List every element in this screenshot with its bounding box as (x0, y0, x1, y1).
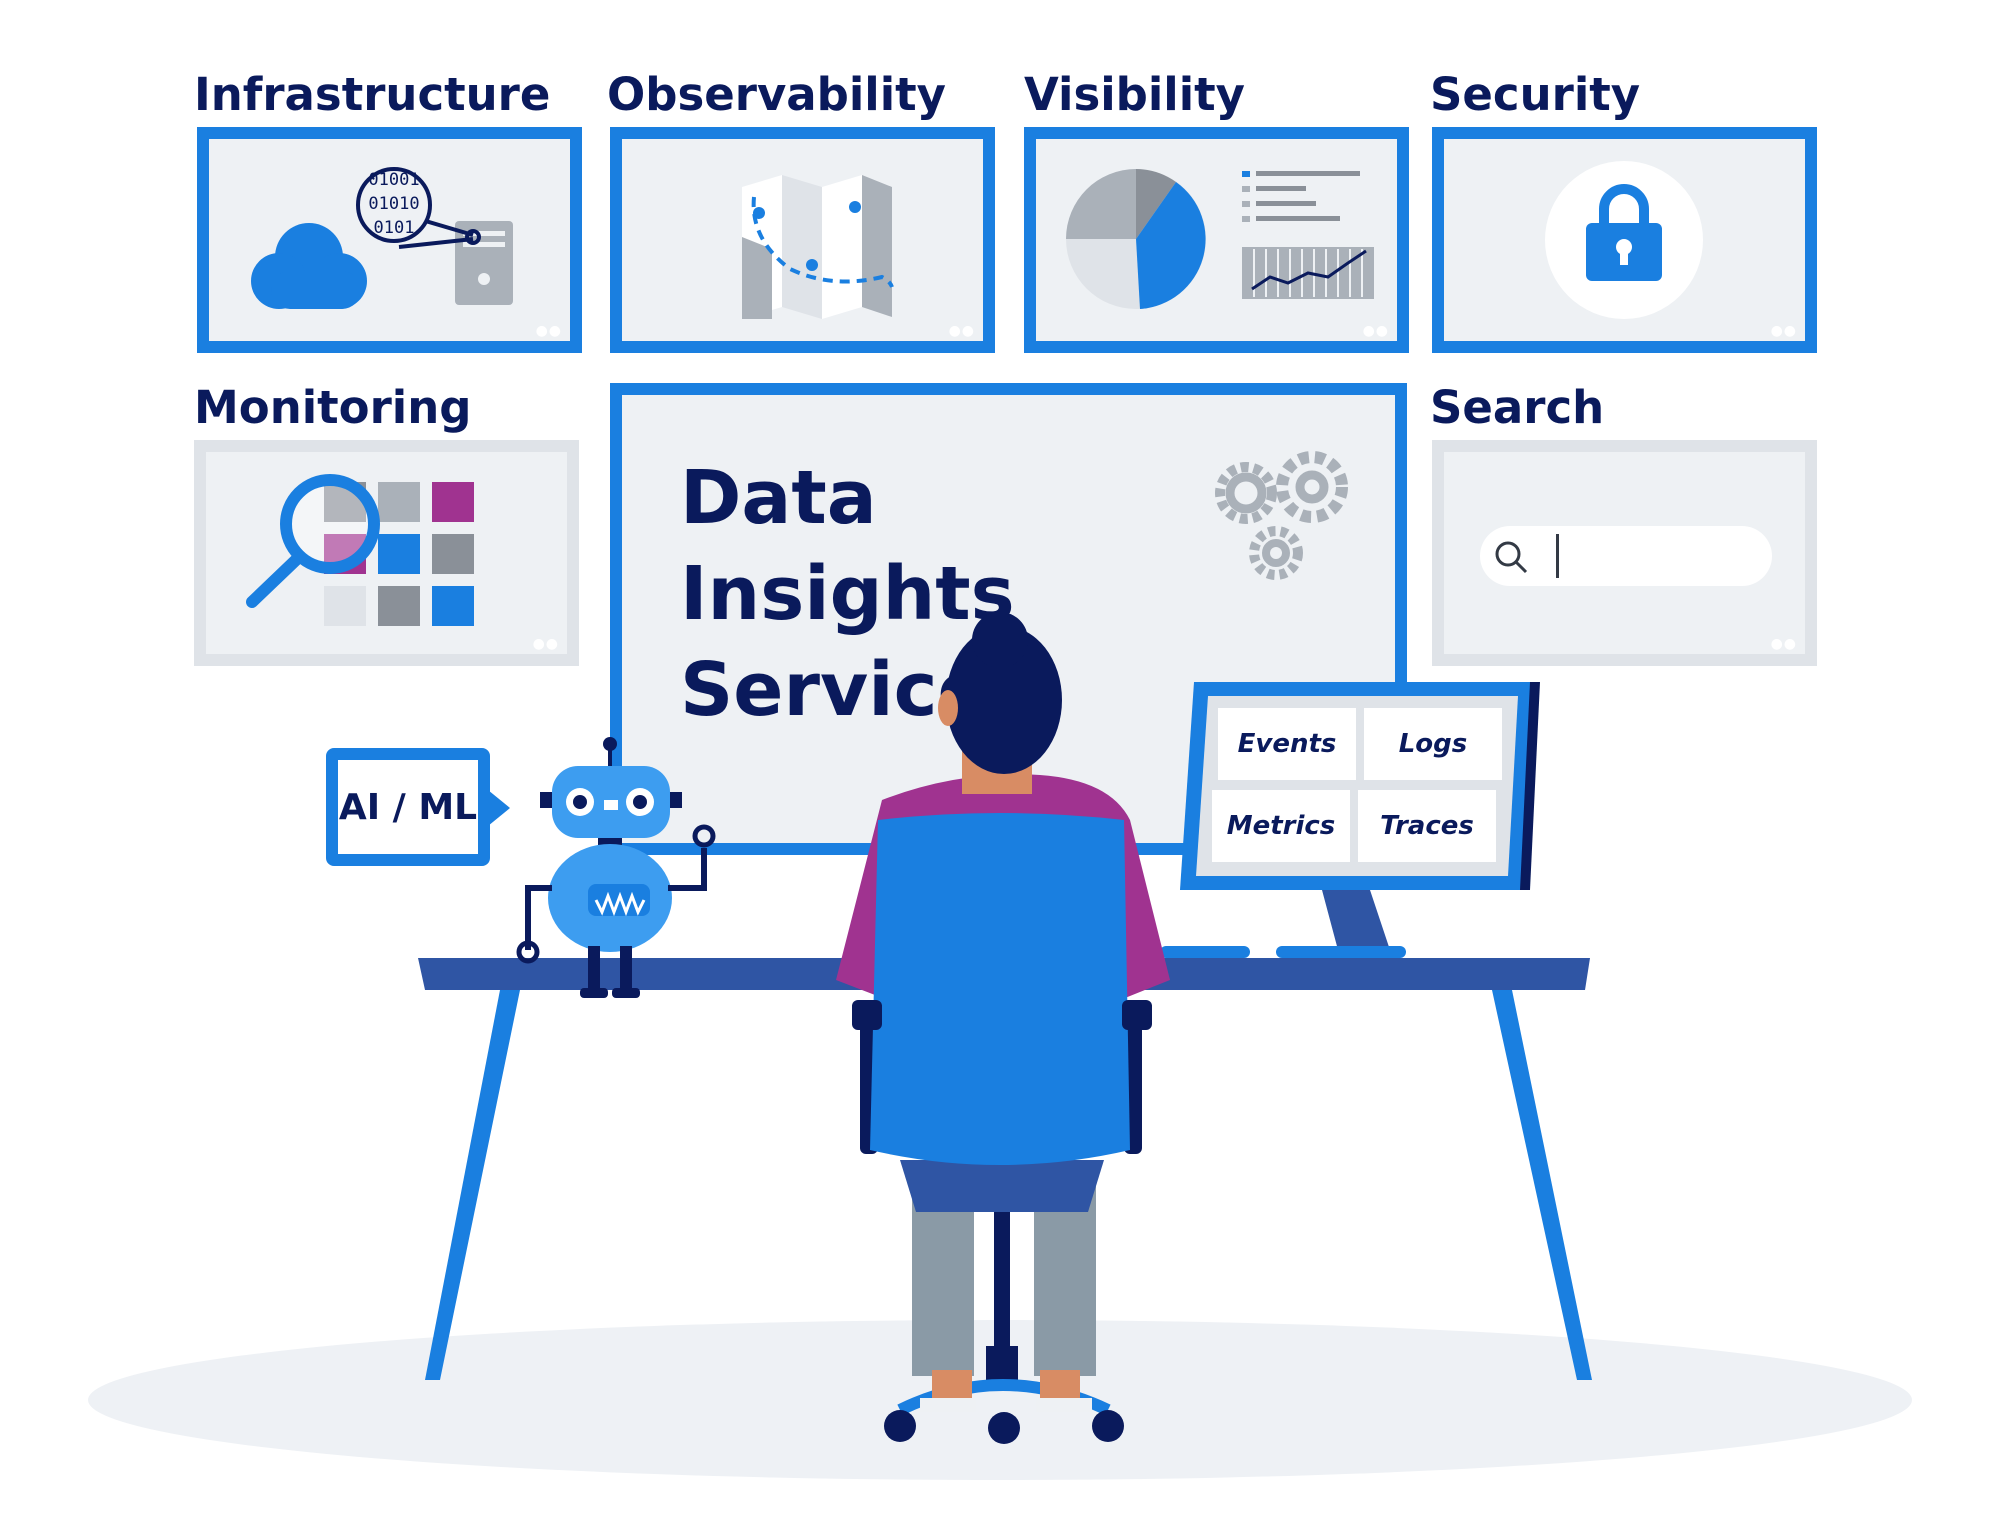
tile-traces[interactable]: Traces (1358, 790, 1496, 862)
map-icon (742, 175, 894, 319)
panel-dots-icon: ●● (535, 323, 562, 339)
line-chart-icon (1242, 247, 1374, 299)
magnifier-icon (246, 474, 380, 608)
ai-ml-badge: AI / ML (326, 748, 490, 866)
observability-panel: ●● (610, 127, 995, 353)
visibility-illustration (1066, 169, 1374, 309)
tile-metrics[interactable]: Metrics (1212, 790, 1350, 862)
search-icon (1495, 541, 1528, 574)
cloud-icon (251, 223, 367, 309)
panel-dots-icon: ●● (1770, 636, 1797, 652)
visibility-label: Visibility (1024, 68, 1246, 121)
search-input[interactable] (1480, 526, 1772, 586)
security-label: Security (1430, 68, 1641, 121)
monitoring-illustration (246, 474, 474, 626)
monitoring-panel: ●● (194, 440, 579, 666)
tile-grid (324, 482, 474, 626)
monitoring-label: Monitoring (194, 381, 472, 434)
infrastructure-label: Infrastructure (194, 68, 551, 121)
gears-icon (1215, 451, 1348, 580)
panel-dots-icon: ●● (1362, 323, 1389, 339)
panel-dots-icon: ●● (948, 323, 975, 339)
chair-back (852, 813, 1152, 1165)
list-lines-icon (1242, 171, 1360, 222)
main-title-line-2: Insights (680, 551, 1015, 637)
infrastructure-panel: 01001 01010 0101 ●● (197, 127, 582, 353)
security-panel: ●● (1432, 127, 1817, 353)
binary-line-3: 0101 (374, 218, 415, 238)
observability-label: Observability (607, 68, 946, 121)
floor-shadow (88, 1320, 1912, 1480)
desk-leg-right (1492, 990, 1592, 1380)
binary-line-1: 01001 (368, 170, 419, 190)
pie-chart-icon (1066, 169, 1206, 309)
binary-magnifier-icon: 01001 01010 0101 (356, 167, 481, 249)
infrastructure-illustration: 01001 01010 0101 (251, 167, 513, 309)
search-panel: ●● (1432, 440, 1817, 666)
panel-dots-icon: ●● (1770, 323, 1797, 339)
main-title-line-1: Data (680, 455, 877, 541)
security-illustration (1545, 161, 1703, 319)
panel-dots-icon: ●● (532, 636, 559, 652)
text-cursor (1556, 534, 1559, 578)
main-title-line-3: Service (680, 647, 988, 733)
search-label: Search (1430, 381, 1605, 434)
main-title: Data Insights Service (680, 450, 1015, 738)
lock-icon (1586, 184, 1662, 281)
tile-events[interactable]: Events (1218, 708, 1356, 780)
visibility-panel: ●● (1024, 127, 1409, 353)
binary-line-2: 01010 (368, 194, 419, 214)
tile-logs[interactable]: Logs (1364, 708, 1502, 780)
desk-leg-left (425, 990, 520, 1380)
